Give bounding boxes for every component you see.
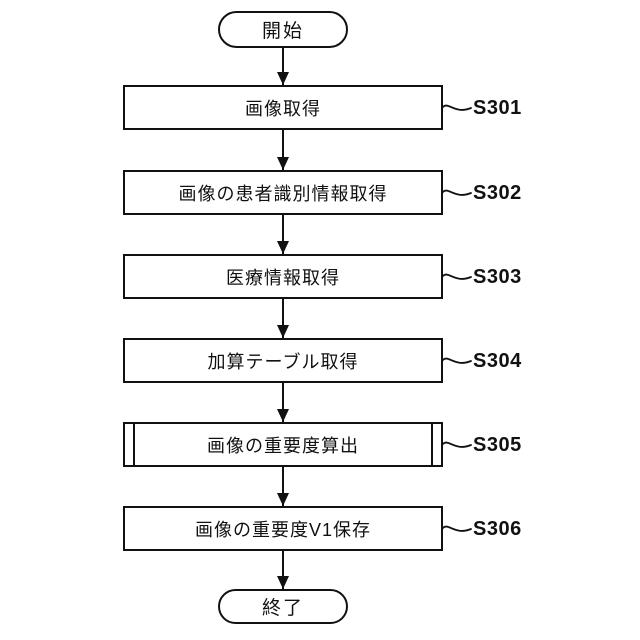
step-label-s304: S304 xyxy=(473,350,522,372)
flow-arrow-s301-to-s302 xyxy=(277,130,289,170)
process-box-s306: 画像の重要度V1保存 xyxy=(123,506,443,551)
tilde-connector-s305 xyxy=(441,441,472,448)
step-label-s301: S301 xyxy=(473,97,522,119)
process-box-s305-text: 画像の重要度算出 xyxy=(207,435,359,456)
predefined-process-right-bar xyxy=(431,424,433,465)
predefined-process-left-bar xyxy=(133,424,135,465)
step-label-s302: S302 xyxy=(473,182,522,204)
process-box-s302: 画像の患者識別情報取得 xyxy=(123,170,443,215)
flow-arrow-s304-to-s305 xyxy=(277,383,289,422)
tilde-connector-s301 xyxy=(441,104,472,111)
start-terminal-label: 開始 xyxy=(261,21,304,42)
flow-arrow-s302-to-s303 xyxy=(277,215,289,254)
process-box-s301-text: 画像取得 xyxy=(245,98,321,119)
process-box-s303: 医療情報取得 xyxy=(123,254,443,299)
step-label-s306: S306 xyxy=(473,518,522,540)
step-label-s305: S305 xyxy=(473,434,522,456)
process-box-s301: 画像取得 xyxy=(123,85,443,130)
tilde-connector-s302 xyxy=(441,189,472,196)
flow-arrow-s305-to-s306 xyxy=(277,467,289,506)
process-box-s304-text: 加算テーブル取得 xyxy=(207,351,359,372)
tilde-connector-s303 xyxy=(441,273,472,280)
flow-arrow-start-to-s301 xyxy=(277,48,289,85)
process-box-s304: 加算テーブル取得 xyxy=(123,338,443,383)
process-box-s303-text: 医療情報取得 xyxy=(226,267,340,288)
tilde-connector-s306 xyxy=(441,525,472,532)
flow-arrow-s303-to-s304 xyxy=(277,299,289,338)
end-terminal-label: 終了 xyxy=(261,598,304,619)
flow-arrow-s306-to-end xyxy=(277,551,289,589)
process-box-s305-predefined: 画像の重要度算出 xyxy=(123,422,443,467)
start-terminal: 開始 xyxy=(218,11,348,48)
process-box-s306-text: 画像の重要度V1保存 xyxy=(194,519,372,540)
tilde-connector-s304 xyxy=(441,357,472,364)
step-label-s303: S303 xyxy=(473,266,522,288)
end-terminal: 終了 xyxy=(218,589,348,624)
process-box-s302-text: 画像の患者識別情報取得 xyxy=(178,183,388,204)
